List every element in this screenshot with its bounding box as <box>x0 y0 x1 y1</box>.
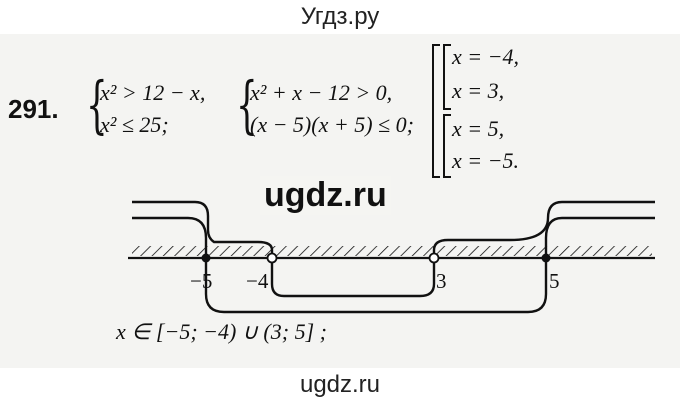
point-minus5-filled <box>201 253 211 263</box>
answer-line: x ∈ [−5; −4) ∪ (3; 5] ; <box>116 319 327 344</box>
tick-label-3: 3 <box>436 269 447 293</box>
site-footer: ugdz.ru <box>0 368 680 401</box>
curve-inequality-1 <box>132 200 655 298</box>
watermark: ugdz.ru <box>260 176 391 215</box>
tick-label-minus5: −5 <box>190 269 212 293</box>
union-bracket <box>432 44 440 178</box>
system2-line1: x² + x − 12 > 0, <box>250 80 393 105</box>
footer-site-name: ugdz.ru <box>299 371 381 398</box>
system1-line1: x² > 12 − x, <box>100 80 206 105</box>
site-header: Угдз.ру <box>0 0 680 34</box>
system2-line2: (x − 5)(x + 5) ≤ 0; <box>250 112 414 137</box>
site-name: Угдз.ру <box>300 3 380 30</box>
system1-brace: { <box>86 68 108 141</box>
curve-inequality-2 <box>132 216 655 314</box>
root-2: x = 3, <box>452 78 505 103</box>
roots-bracket-2 <box>443 114 451 178</box>
system1-line2: x² ≤ 25; <box>100 112 169 137</box>
point-minus4-open <box>266 252 278 264</box>
root-1: x = −4, <box>452 44 519 69</box>
tick-label-minus4: −4 <box>246 269 269 293</box>
root-4: x = −5. <box>452 148 519 173</box>
system2-brace: { <box>236 68 258 141</box>
roots-bracket-1 <box>443 44 451 110</box>
root-3: x = 5, <box>452 116 505 141</box>
tick-label-5: 5 <box>549 269 560 293</box>
hatched-region <box>132 246 652 256</box>
point-3-open <box>428 252 440 264</box>
problem-number: 291. <box>8 94 59 124</box>
number-line-diagram: −5 −4 3 5 <box>128 200 655 314</box>
point-5-filled <box>541 253 551 263</box>
